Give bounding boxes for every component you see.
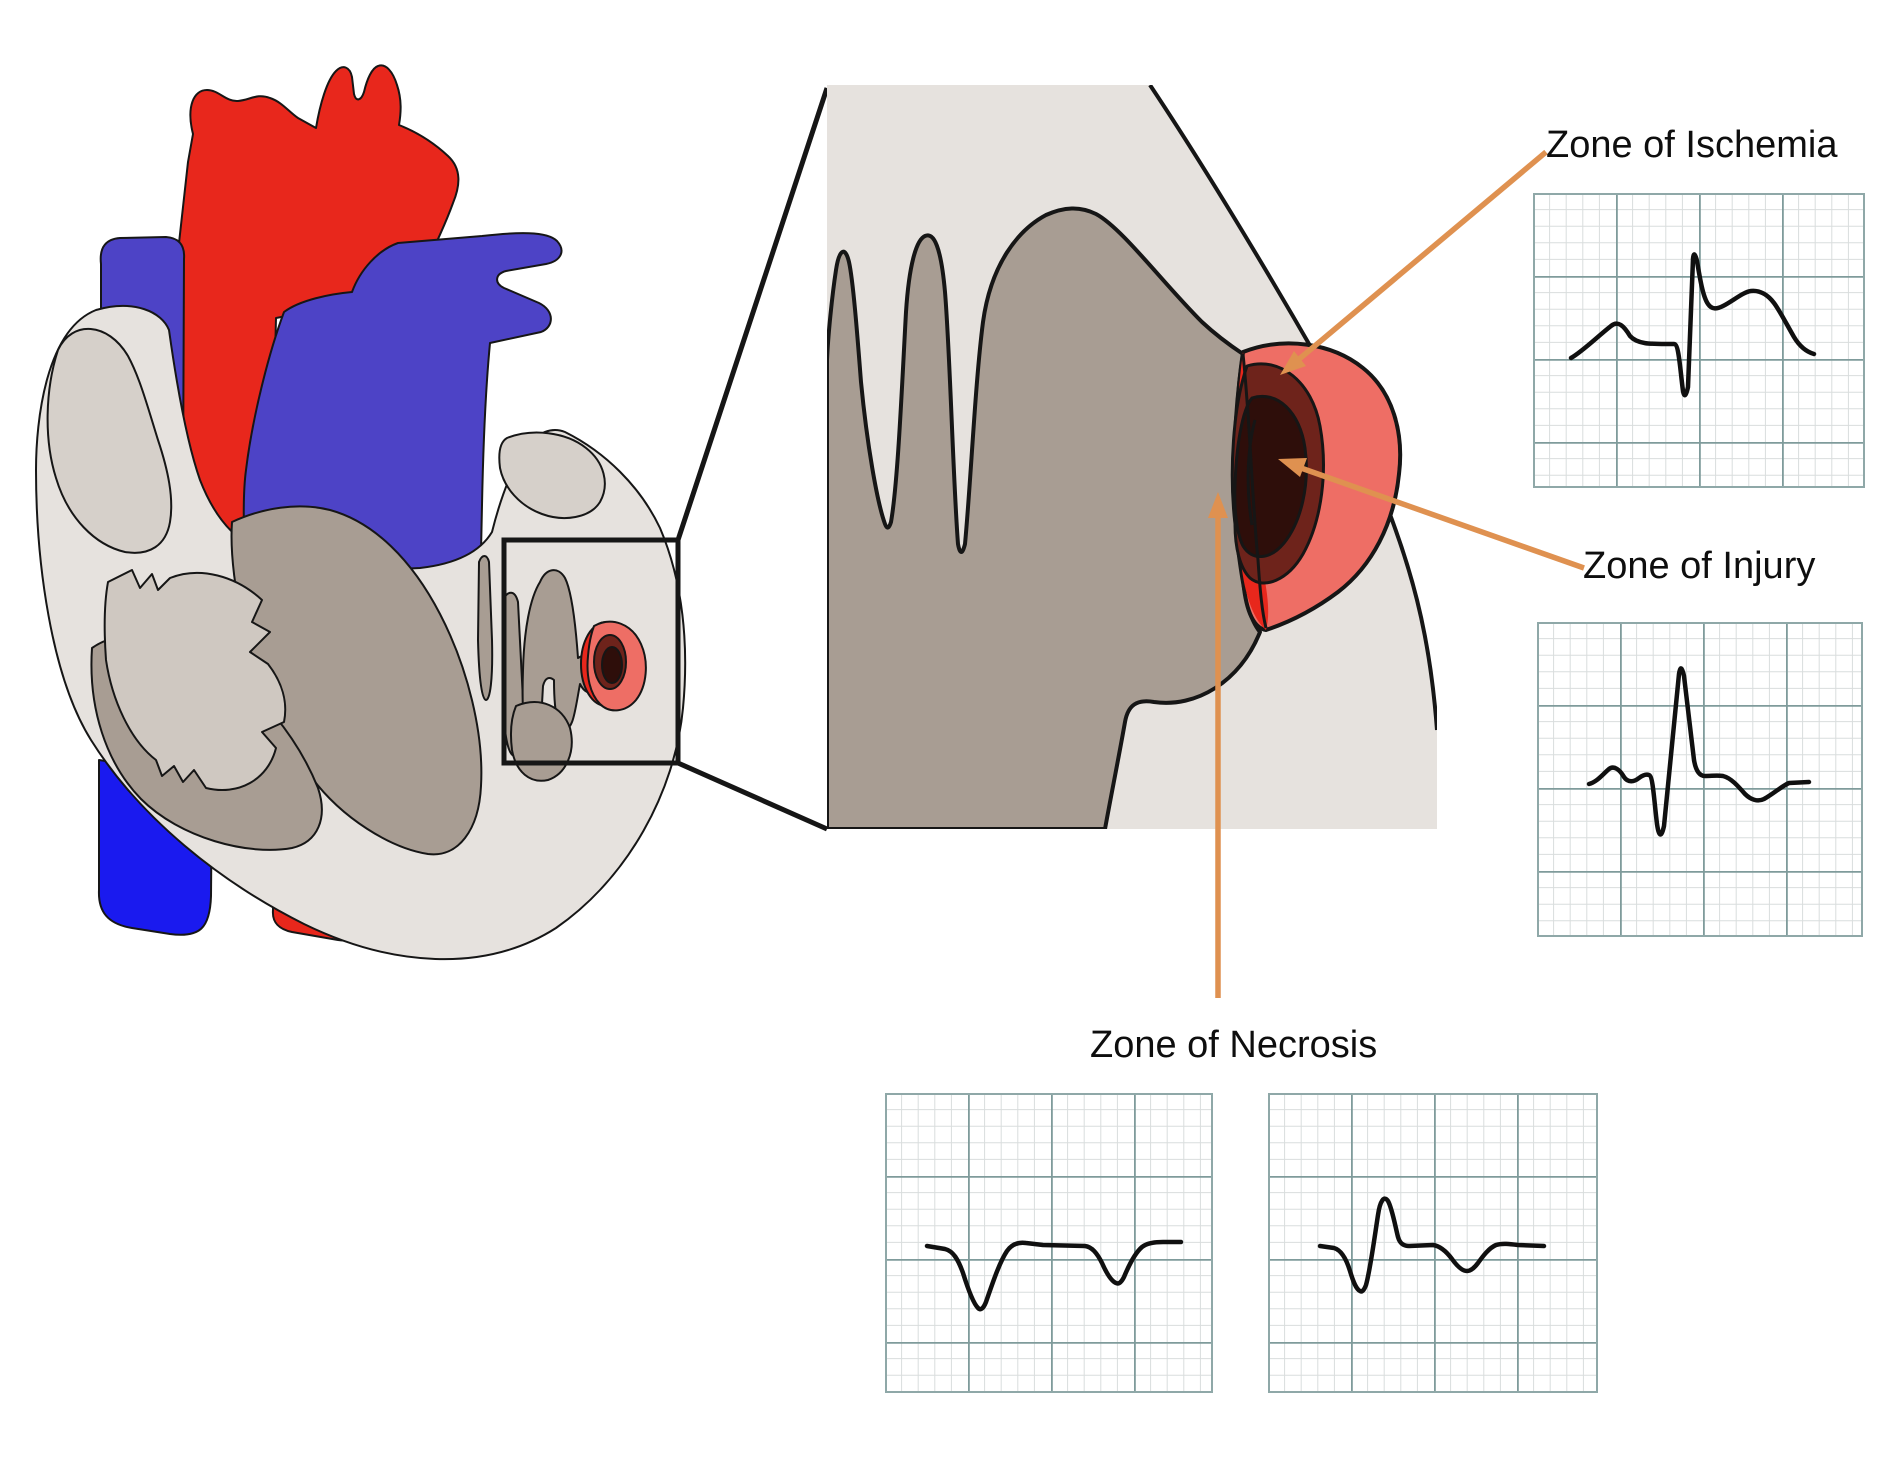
zoom-connector-top — [675, 87, 830, 541]
lesion-crossing-line — [1241, 353, 1268, 629]
infarct-lesion-small — [580, 620, 647, 712]
papillary-muscle-4-shape — [510, 701, 573, 782]
ecg-panel-ischemia — [1533, 193, 1865, 488]
heart-illustration — [35, 64, 687, 961]
magnified-inset — [827, 85, 1437, 829]
lesion-inner-line — [1246, 419, 1257, 526]
ecg-panel-border — [1268, 1093, 1598, 1393]
ecg-panel-necrosis-deep-q — [885, 1093, 1213, 1393]
right-atrium-chamber-shape — [498, 431, 606, 519]
ecg-grid-ischemia — [1533, 193, 1865, 488]
necrosis-arrow — [1208, 492, 1228, 998]
pointer-arrows — [1208, 149, 1585, 998]
papillary-muscle-1-shape — [477, 555, 494, 701]
ischemia-arrow — [1280, 149, 1548, 375]
infarct-lesion-magnified — [1230, 341, 1403, 632]
ecg-trace-necrosis-deep-q — [924, 1239, 1184, 1312]
injury-arrowhead-icon — [1278, 458, 1307, 477]
label-zone-of-necrosis: Zone of Necrosis — [1090, 1024, 1378, 1066]
ecg-panel-border — [1533, 193, 1865, 488]
label-zone-of-injury: Zone of Injury — [1583, 545, 1816, 587]
ecg-panel-injury — [1537, 622, 1863, 937]
lesion-small-necrosis-zone — [601, 646, 623, 684]
ecg-trace-necrosis-qr — [1317, 1196, 1547, 1294]
ecg-panel-border — [1537, 622, 1863, 937]
zoom-box — [501, 537, 681, 766]
injury-arrow — [1278, 458, 1585, 571]
necrosis-arrowhead-icon — [1208, 492, 1228, 518]
ecg-panel-border — [885, 1093, 1213, 1393]
ecg-trace-ischemia — [1568, 252, 1817, 398]
ecg-grid-injury — [1537, 622, 1863, 937]
ecg-trace-injury — [1586, 666, 1812, 837]
ecg-panel-necrosis-qr — [1268, 1093, 1598, 1393]
label-zone-of-ischemia: Zone of Ischemia — [1546, 124, 1838, 166]
left-atrium-chamber-shape — [46, 327, 173, 554]
left-ventricle-cavity-shape — [103, 569, 287, 791]
ischemia-arrowhead-icon — [1280, 351, 1306, 375]
zoom-connector-bottom — [676, 760, 829, 832]
